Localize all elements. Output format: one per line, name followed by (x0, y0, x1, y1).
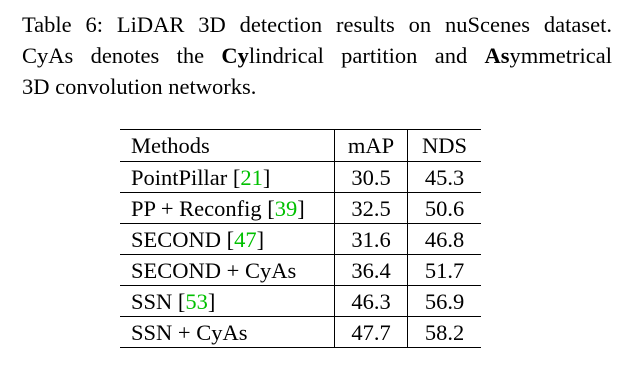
method-name: PointPillar (131, 164, 233, 190)
header-row: Methods mAP NDS (120, 129, 481, 162)
row-nds: 46.8 (407, 223, 481, 255)
results-table: Methods mAP NDS PointPillar [21] 30.5 45… (120, 129, 481, 348)
table-header: Methods mAP NDS (120, 129, 481, 162)
caption-bold-cy: Cy (221, 43, 249, 68)
citation-link[interactable]: 21 (240, 164, 263, 190)
row-map: 32.5 (334, 192, 408, 224)
row-method: PointPillar [21] (120, 161, 335, 193)
table-row: SECOND [47] 31.6 46.8 (120, 223, 481, 255)
caption-line-2: CyAs denotes the Cylindrical partition a… (22, 40, 612, 71)
table-row: SECOND + CyAs 36.4 51.7 (120, 254, 481, 286)
method-name: SSN (131, 288, 178, 314)
caption-label: Table 6: (22, 12, 104, 37)
method-name: SECOND (131, 226, 227, 252)
citation-link[interactable]: 53 (185, 288, 208, 314)
header-map: mAP (334, 129, 408, 162)
row-map: 31.6 (334, 223, 408, 255)
row-nds: 45.3 (407, 161, 481, 193)
table-body: PointPillar [21] 30.5 45.3 PP + Reconfig… (120, 161, 481, 348)
table-row: PP + Reconfig [39] 32.5 50.6 (120, 192, 481, 224)
cite-open: [ (232, 164, 241, 190)
row-map: 36.4 (334, 254, 408, 286)
method-name: SSN + CyAs (131, 319, 248, 345)
method-name: SECOND + CyAs (131, 257, 297, 283)
caption-text-2c: ymmetrical (509, 43, 612, 68)
table-caption: Table 6: LiDAR 3D detection results on n… (22, 9, 612, 102)
table-row: SSN [53] 46.3 56.9 (120, 285, 481, 317)
caption-text-2a: CyAs denotes the (22, 43, 222, 68)
cite-open: [ (226, 226, 235, 252)
row-nds: 51.7 (407, 254, 481, 286)
cite-open: [ (177, 288, 186, 314)
row-map: 47.7 (334, 316, 408, 348)
cite-close: ] (262, 164, 271, 190)
row-method: SECOND [47] (120, 223, 335, 255)
row-nds: 58.2 (407, 316, 481, 348)
cite-close: ] (297, 195, 305, 221)
header-methods: Methods (120, 129, 335, 162)
table-row: SSN + CyAs 47.7 58.2 (120, 316, 481, 348)
row-nds: 56.9 (407, 285, 481, 317)
caption-text-1: LiDAR 3D detection results on nuScenes d… (116, 12, 612, 37)
header-nds: NDS (407, 129, 481, 162)
row-method: SECOND + CyAs (120, 254, 335, 286)
method-name: PP + Reconfig (131, 195, 268, 221)
caption-text-2b: lindrical partition and (248, 43, 485, 68)
citation-link[interactable]: 39 (274, 195, 298, 221)
cite-close: ] (256, 226, 265, 252)
caption-bold-as: As (484, 43, 510, 68)
cite-close: ] (207, 288, 216, 314)
caption-line-3: 3D convolution networks. (22, 74, 257, 99)
row-method: SSN + CyAs (120, 316, 335, 348)
caption-line-1: Table 6: LiDAR 3D detection results on n… (22, 9, 612, 40)
row-method: PP + Reconfig [39] (120, 192, 335, 224)
row-nds: 50.6 (407, 192, 481, 224)
row-map: 46.3 (334, 285, 408, 317)
table-row: PointPillar [21] 30.5 45.3 (120, 161, 481, 193)
citation-link[interactable]: 47 (234, 226, 257, 252)
row-method: SSN [53] (120, 285, 335, 317)
row-map: 30.5 (334, 161, 408, 193)
cite-open: [ (267, 195, 275, 221)
